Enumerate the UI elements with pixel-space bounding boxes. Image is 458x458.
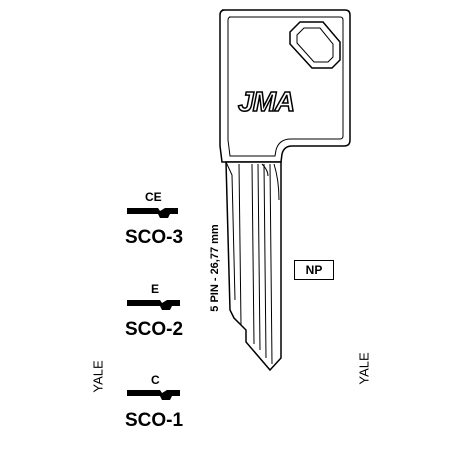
profile-code: SCO-3	[125, 227, 184, 248]
key-head-inner-outline	[227, 16, 344, 157]
side-label-left: YALE	[90, 360, 106, 393]
finish-tag: NP	[294, 260, 334, 280]
pin-spec-label: 5 PIN - 26,77 mm	[209, 224, 221, 312]
profile-code: SCO-2	[125, 319, 184, 340]
profile-letter: E	[151, 282, 160, 296]
profile-code: SCO-1	[125, 410, 184, 431]
keyring-hole-icon	[289, 21, 341, 69]
profile-letter: CE	[145, 190, 162, 204]
side-label-right: YALE	[356, 352, 372, 385]
profile-letter: C	[151, 373, 160, 387]
profile-icon-sco-2	[127, 300, 180, 310]
brand-logo: JMA	[237, 86, 296, 117]
profile-icon-sco-3	[127, 208, 178, 218]
profile-icon-sco-1	[127, 390, 180, 400]
